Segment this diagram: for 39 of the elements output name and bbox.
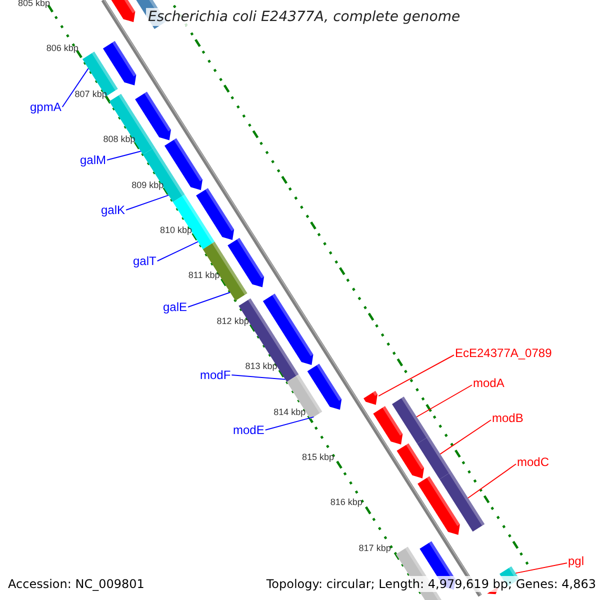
leader-line [106,150,142,160]
tick-label: 816 kbp [330,497,362,508]
gene-label: galE [163,300,188,314]
tick-label: 806 kbp [46,43,78,54]
leader-line [188,292,231,308]
tick-label: 810 kbp [160,225,192,236]
gene-bar [392,396,429,444]
gene-label: galK [101,203,126,217]
tick-label: 814 kbp [274,406,306,418]
gene-label: galM [80,153,106,167]
map-info-text: Accession: NC_009801 [6,576,146,592]
gene-label: modB [492,411,524,425]
gene-label: galT [133,254,156,268]
gene-label: pgl [568,554,584,568]
gene-bar [286,374,322,420]
gene-bar [417,436,452,480]
leader-line [62,68,89,108]
gene-label: modF [200,368,231,382]
leader-line [515,562,568,574]
tick-label: 812 kbp [216,316,249,327]
leader-line [231,374,286,380]
gene-label: modC [517,455,550,469]
tick-label: 811 kbp [188,270,220,282]
leader-line [156,241,198,262]
gene-segment [364,390,378,405]
leader-line [440,420,492,455]
tick-label: 813 kbp [245,361,278,372]
leader-line [416,384,472,418]
leader-line [264,416,314,430]
gene-label: gpmA [30,100,62,114]
gene-label: EcE24377A_0789 [455,346,552,360]
tick-label: 817 kbp [358,542,391,554]
gene-label: modE [233,423,264,437]
tick-label: 815 kbp [302,452,334,463]
gene-label: modA [473,376,504,390]
leader-line [378,354,454,396]
leader-line [126,194,170,210]
gene-bar [440,472,485,532]
gene-bar [202,242,248,301]
